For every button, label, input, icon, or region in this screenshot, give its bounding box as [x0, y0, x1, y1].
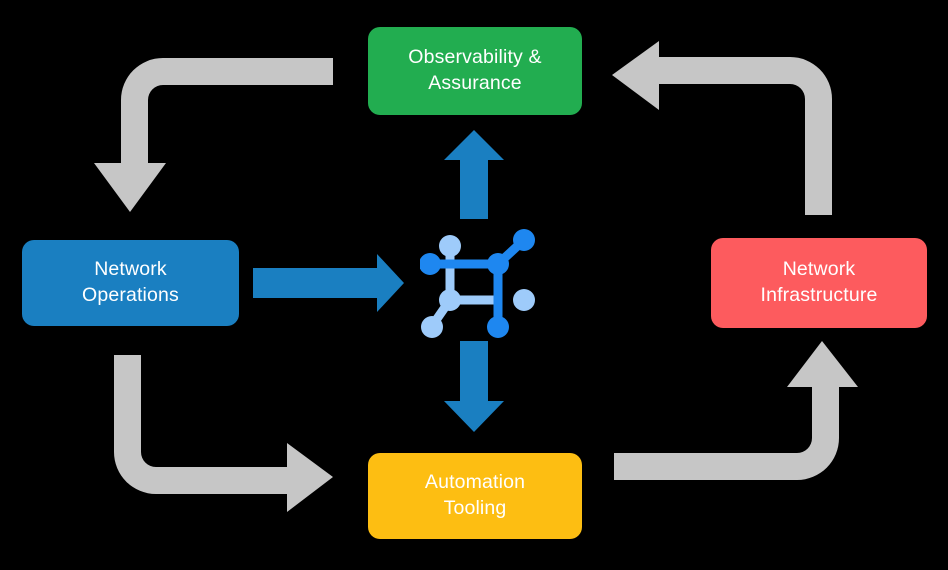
node-label-network-operations: Network Operations — [82, 258, 179, 306]
node-box-network-operations[interactable]: Network Operations — [22, 240, 239, 326]
node-label-automation-tooling: Automation Tooling — [424, 471, 526, 519]
node-box-network-infrastructure[interactable]: Network Infrastructure — [711, 238, 927, 328]
network-topology-icon — [420, 229, 535, 338]
node-label-observability: Observability & Assurance — [408, 46, 542, 94]
node-box-observability[interactable]: Observability & Assurance — [368, 27, 582, 115]
arrow-center-to-observability — [444, 130, 504, 219]
arrow-automation-to-infrastructure — [614, 341, 858, 480]
node-box-automation-tooling[interactable]: Automation Tooling — [368, 453, 582, 539]
node-label-network-infrastructure: Network Infrastructure — [760, 258, 878, 306]
arrow-operations-to-center — [253, 254, 404, 312]
arrow-center-to-automation — [444, 341, 504, 432]
network-icon-dark-nodes — [420, 229, 535, 338]
arrow-infrastructure-to-observability — [612, 41, 832, 215]
arrow-operations-to-automation — [114, 355, 333, 512]
arrow-observability-to-operations — [94, 58, 333, 212]
network-icon-light-nodes — [421, 235, 535, 338]
